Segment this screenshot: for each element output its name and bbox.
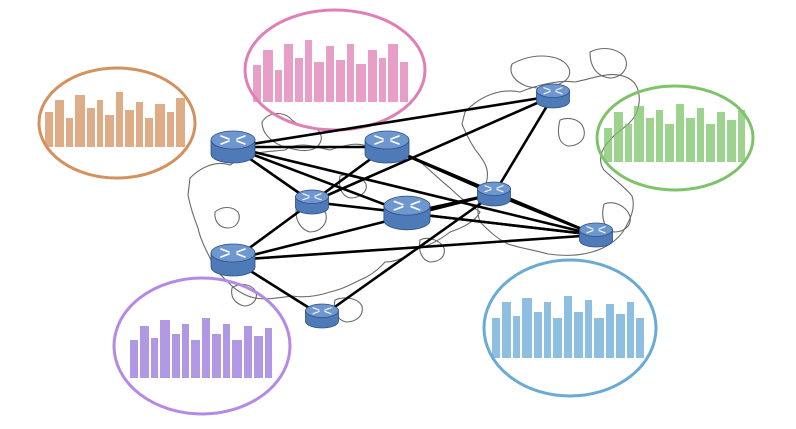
link-r1-r3 bbox=[231, 94, 555, 149]
city-bottom-right bbox=[482, 258, 658, 398]
router-icon bbox=[579, 222, 613, 248]
router-icon bbox=[210, 243, 256, 277]
router-icon bbox=[536, 83, 570, 109]
link-r3-r8 bbox=[492, 94, 555, 196]
link-r1-r9 bbox=[231, 145, 598, 237]
router-icon bbox=[383, 195, 431, 231]
city-top-left bbox=[37, 66, 197, 180]
city-bottom-left bbox=[112, 276, 292, 416]
link-r6-r8 bbox=[231, 192, 496, 262]
city-right bbox=[595, 84, 755, 192]
link-r9-r5 bbox=[405, 211, 598, 237]
link-r8-r9 bbox=[492, 192, 598, 237]
city-top-center bbox=[243, 8, 427, 132]
link-r6-r9 bbox=[231, 233, 598, 262]
router-icon bbox=[305, 303, 339, 329]
router-icon bbox=[295, 189, 329, 215]
city-clusters bbox=[37, 8, 755, 416]
router-icon bbox=[364, 130, 410, 164]
link-r7-r8 bbox=[320, 192, 496, 318]
router-icon bbox=[210, 130, 256, 164]
router-icon bbox=[477, 181, 511, 207]
routers bbox=[210, 83, 613, 329]
link-r1-r5 bbox=[231, 145, 409, 215]
link-r3-r4 bbox=[310, 94, 555, 204]
